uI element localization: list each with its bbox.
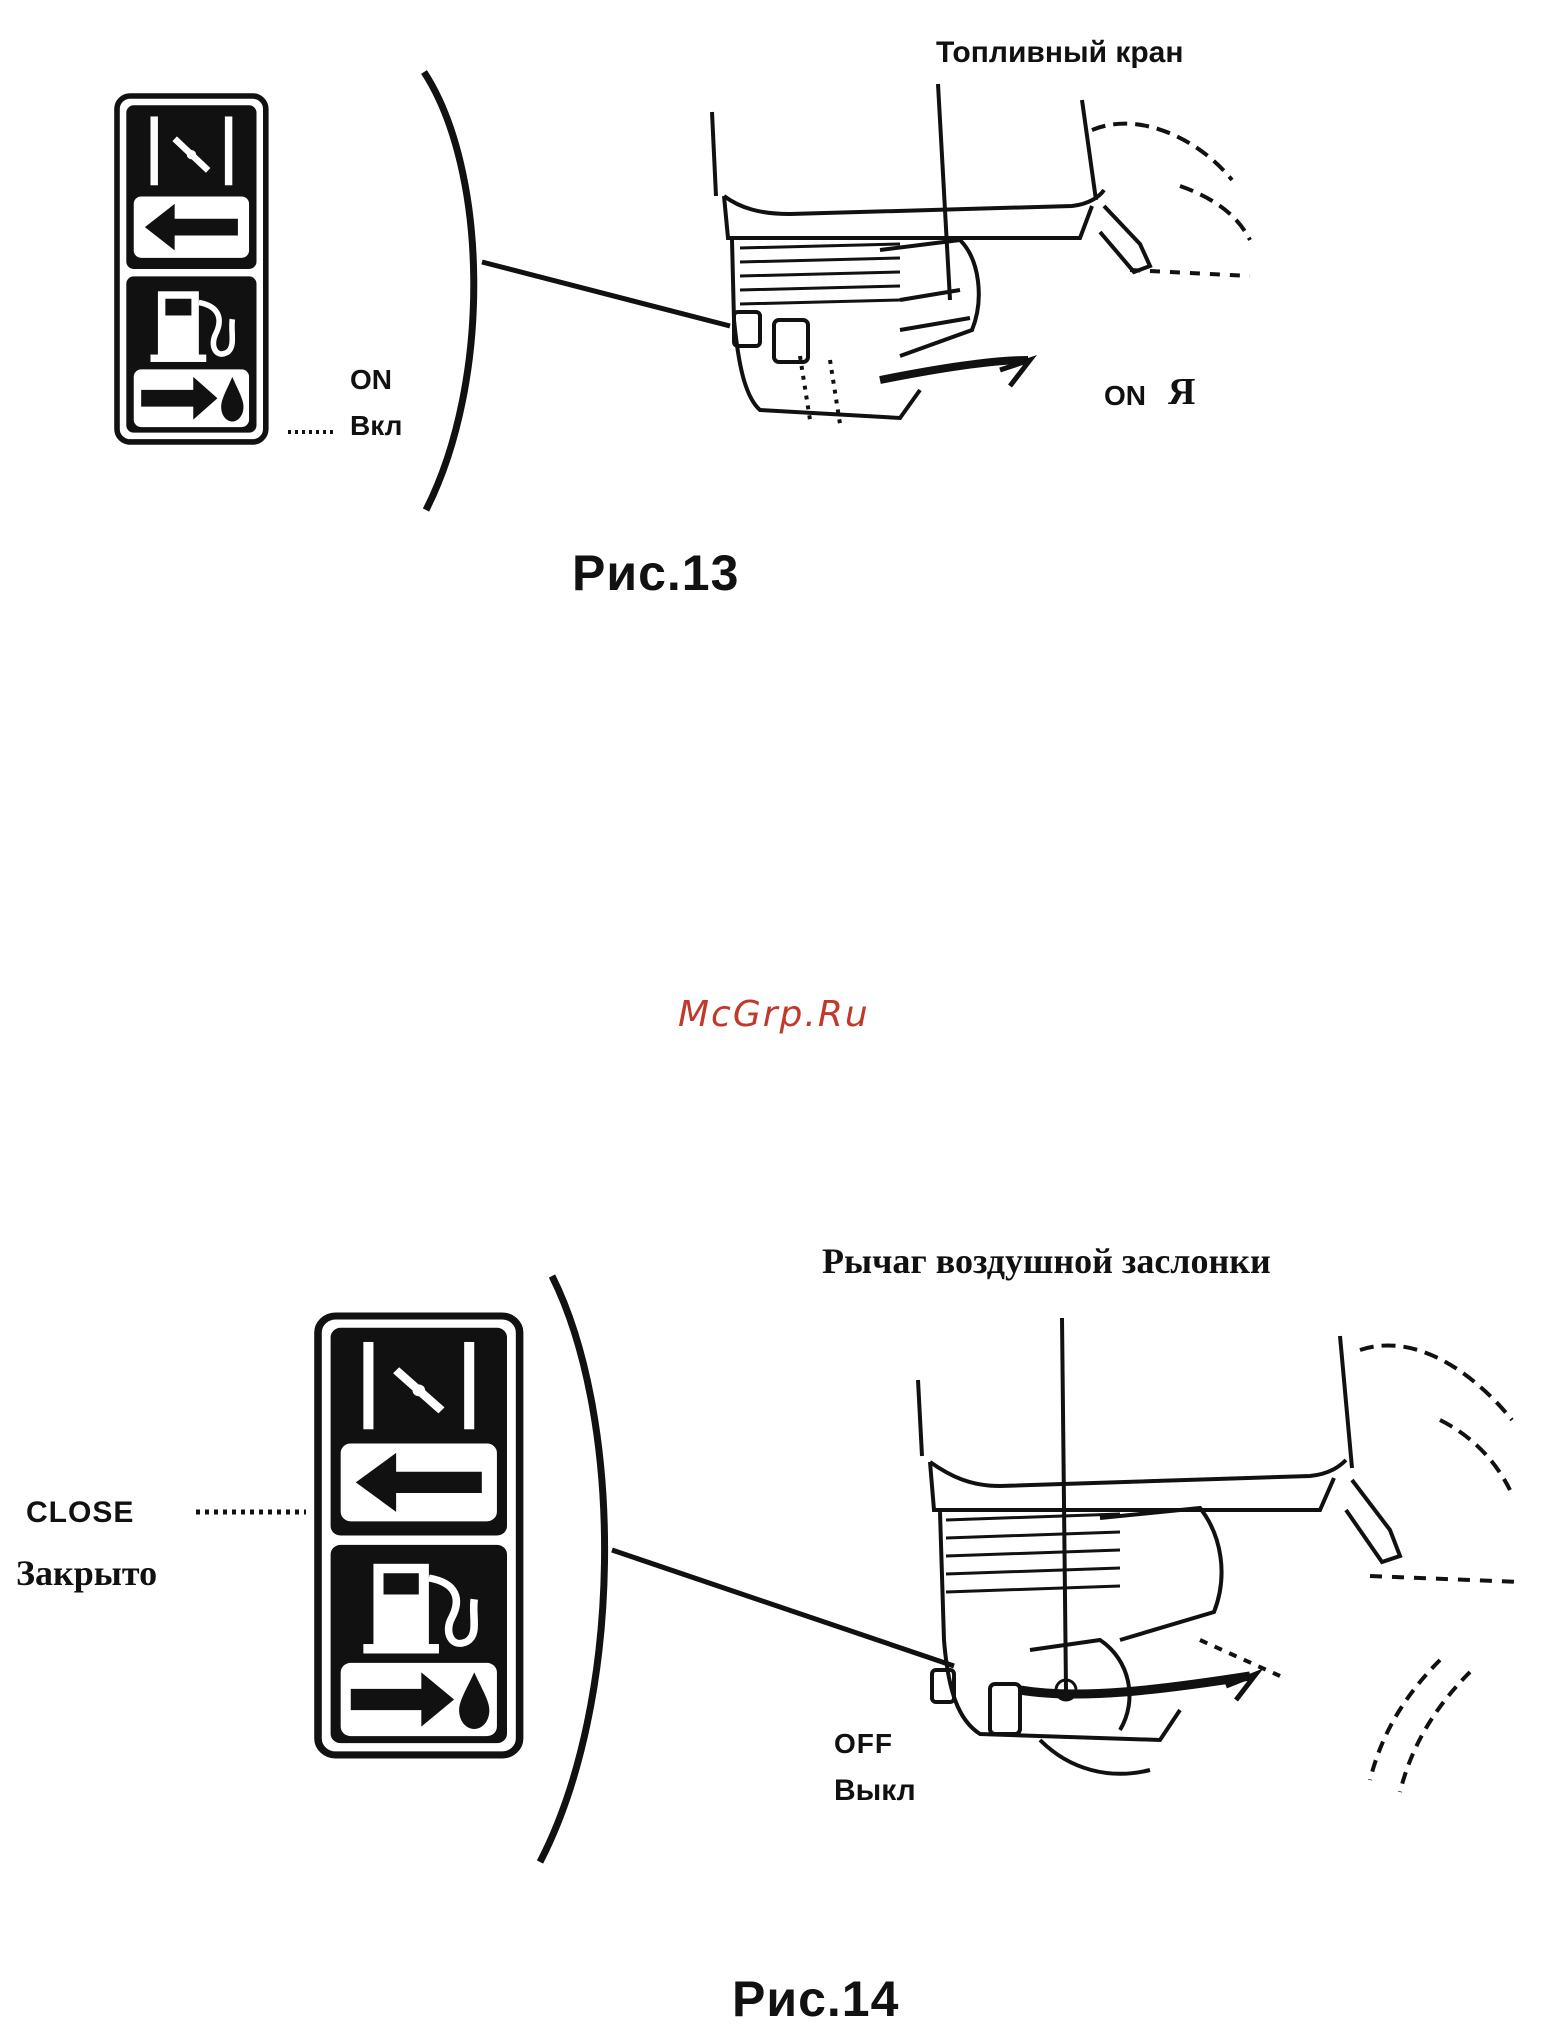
- figure-13-caption: Рис.13: [572, 544, 739, 602]
- fuel-valve-label: Топливный кран: [936, 36, 1184, 70]
- on-symbol-glyph: Я: [1168, 370, 1195, 414]
- panel-on-ru-label: Вкл: [350, 410, 402, 442]
- figure-13-art: [117, 72, 1250, 510]
- watermark: McGrp.Ru: [678, 994, 870, 1035]
- figure-14-caption: Рис.14: [732, 1970, 899, 2028]
- choke-lever-label: Рычаг воздушной заслонки: [822, 1240, 1271, 1282]
- engine-on-label: ON: [1104, 380, 1146, 412]
- off-label: OFF: [834, 1728, 893, 1760]
- close-ru-label: Закрыто: [16, 1552, 157, 1594]
- close-label: CLOSE: [26, 1496, 134, 1530]
- panel-on-label: ON: [350, 364, 392, 396]
- off-ru-label: Выкл: [834, 1774, 916, 1808]
